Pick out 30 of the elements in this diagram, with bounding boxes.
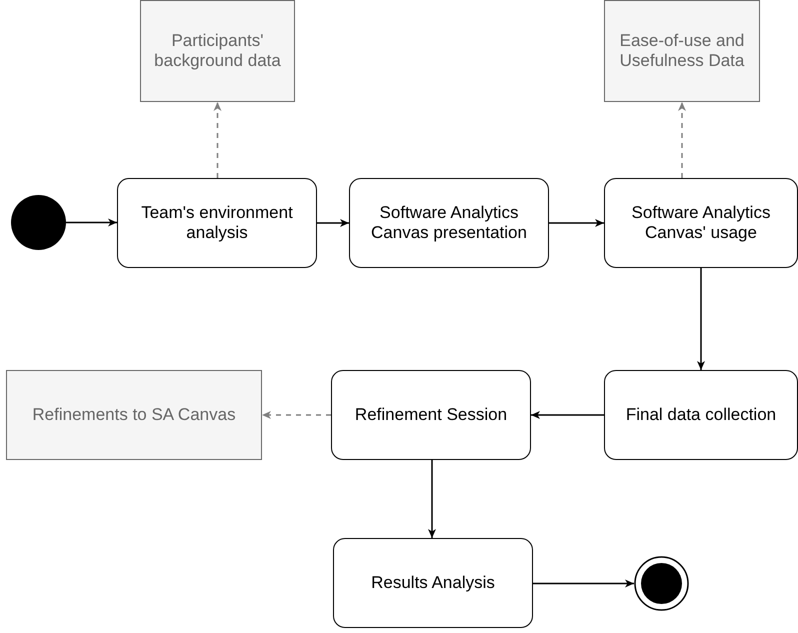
arrow: [428, 460, 436, 538]
node-label: Refinement Session: [354, 404, 508, 426]
activity-box: [117, 178, 317, 268]
data-box: [6, 370, 262, 460]
node-label: Results Analysis: [371, 572, 495, 594]
dashed-arrow: [214, 102, 222, 178]
activity-box: [604, 370, 798, 460]
activity-box: [349, 178, 549, 268]
activity-box: [333, 538, 533, 628]
end-node: [634, 556, 689, 611]
data-box: [140, 0, 295, 102]
activity-box: [331, 370, 531, 460]
node-label: Participants' background data: [153, 30, 282, 72]
node-label: Ease-of-use and Usefulness Data: [618, 30, 746, 72]
node-label: Software Analytics Canvas presentation: [370, 202, 528, 244]
arrow: [697, 268, 705, 370]
data-box: [604, 0, 760, 102]
node-label: Software Analytics Canvas' usage: [630, 202, 772, 244]
node-label: Final data collection: [626, 404, 776, 426]
activity-box: [604, 178, 798, 268]
node-label: Refinements to SA Canvas: [32, 404, 236, 426]
node-label: Team's environment analysis: [140, 202, 294, 244]
dashed-arrow: [678, 102, 686, 178]
arrow: [66, 218, 117, 226]
dashed-arrow: [262, 411, 331, 419]
arrow: [549, 219, 604, 227]
arrow: [531, 411, 604, 419]
arrow: [317, 219, 349, 227]
arrow: [533, 580, 634, 588]
start-node: [11, 195, 66, 250]
